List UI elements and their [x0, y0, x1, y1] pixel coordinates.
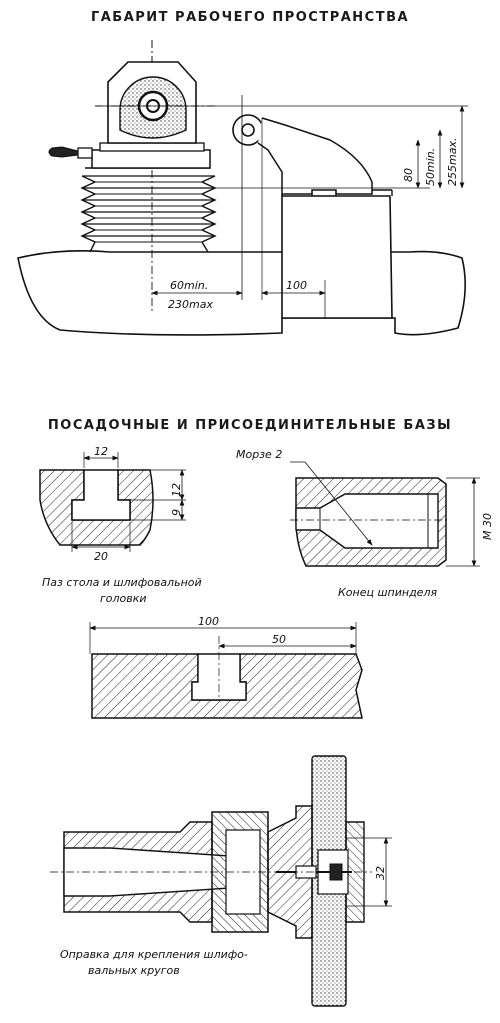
dim-50min: 50min.	[424, 148, 437, 186]
dim-12-side: 12	[170, 483, 183, 497]
dim-60min: 60min.	[170, 279, 208, 292]
dim-230max: 230max	[168, 298, 213, 311]
mandrel-section	[50, 755, 392, 1007]
title-workspace: ГАБАРИТ РАБОЧЕГО ПРОСТРАНСТВА	[90, 10, 410, 25]
mandrel-caption-1: Оправка для крепления шлифо-	[60, 948, 248, 961]
spindle-end-section	[290, 461, 480, 567]
slot-caption-1: Паз стола и шлифовальной	[42, 576, 202, 589]
fixture-arm	[232, 114, 393, 319]
dim-80: 80	[402, 168, 415, 182]
spindle-caption: Конец шпинделя	[338, 586, 437, 599]
dim-100: 100	[286, 279, 307, 292]
dim-m30: М 30	[481, 513, 494, 540]
dim-20: 20	[94, 550, 108, 563]
mandrel-caption-2: вальных кругов	[88, 964, 180, 977]
clamp-lever-icon	[48, 146, 93, 159]
table-section	[89, 622, 363, 719]
mandrel-dim-32: 32	[374, 866, 387, 880]
table-dim-100: 100	[198, 615, 219, 628]
bellows-column	[80, 167, 217, 253]
dim-9: 9	[170, 509, 183, 516]
t-slot-section	[39, 452, 186, 552]
table-dim-50: 50	[272, 633, 286, 646]
workspace-dimensions	[100, 95, 468, 318]
dim-255max: 255max.	[446, 138, 459, 186]
dim-12-top: 12	[94, 445, 108, 458]
title-bases: ПОСАДОЧНЫЕ И ПРИСОЕДИНИТЕЛЬНЫЕ БАЗЫ	[47, 418, 453, 433]
morse-label: Морзе 2	[236, 448, 282, 461]
grinding-head	[48, 40, 217, 253]
slot-caption-2: головки	[100, 592, 147, 605]
